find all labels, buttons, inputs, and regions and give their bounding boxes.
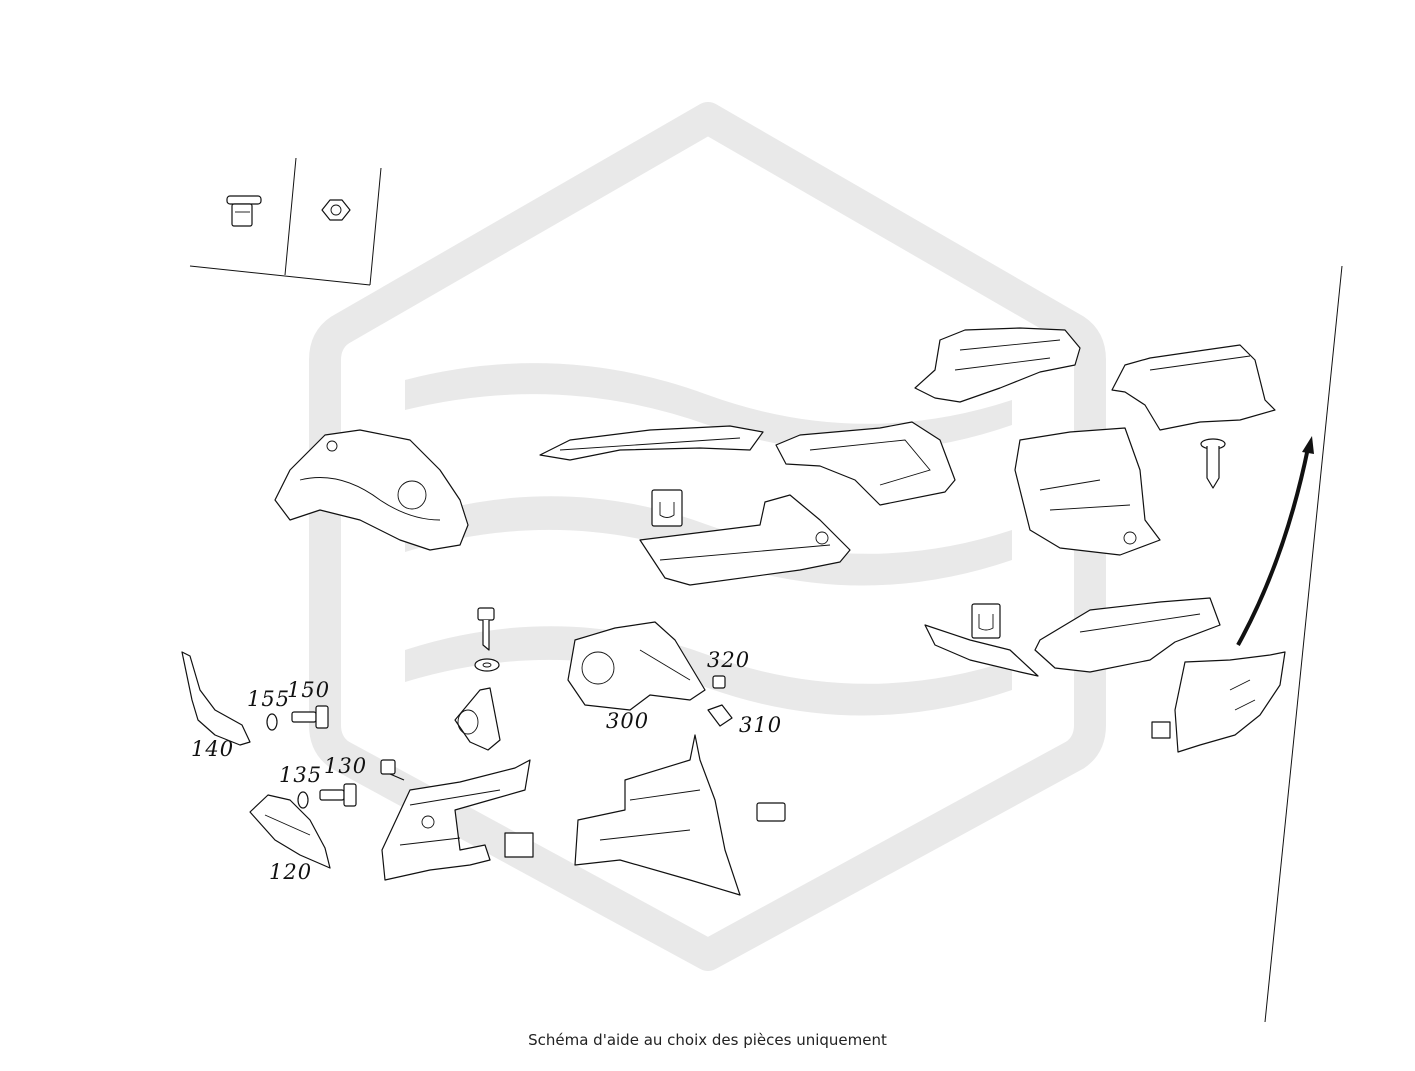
bolt-icon-2 bbox=[380, 759, 405, 781]
clip-bolt-icon bbox=[226, 195, 262, 227]
callout-130: 130 bbox=[324, 754, 367, 778]
callout-155: 155 bbox=[247, 687, 290, 711]
spring-clip-icon-2 bbox=[971, 603, 1001, 639]
callout-310: 310 bbox=[739, 713, 782, 737]
part-150-bolt-icon bbox=[291, 705, 329, 729]
upper-heat-shield bbox=[539, 425, 764, 461]
callout-320: 320 bbox=[707, 648, 750, 672]
callout-140: 140 bbox=[191, 737, 234, 761]
lower-left-bracket bbox=[380, 759, 534, 881]
engine-mount bbox=[454, 687, 501, 751]
spring-clip-icon bbox=[651, 489, 683, 527]
callout-300: 300 bbox=[606, 709, 649, 733]
clip-screw-icon bbox=[1200, 438, 1226, 489]
tunnel-heat-shield bbox=[775, 421, 956, 506]
callout-135: 135 bbox=[279, 763, 322, 787]
upper-right-bracket bbox=[914, 327, 1081, 403]
right-lower-shield bbox=[1034, 597, 1221, 673]
left-bulkhead-panel bbox=[274, 429, 469, 551]
part-320-bolt-icon bbox=[712, 675, 726, 689]
part-130-bolt-icon bbox=[319, 783, 357, 807]
part-300-housing bbox=[567, 621, 706, 711]
part-155-washer-icon bbox=[266, 713, 278, 731]
direction-arrow bbox=[1236, 265, 1343, 1023]
callout-150: 150 bbox=[287, 678, 330, 702]
far-right-lower-part bbox=[1151, 651, 1286, 753]
callout-120: 120 bbox=[269, 860, 312, 884]
part-140-bracket bbox=[181, 651, 251, 746]
fastener-inset-box bbox=[189, 157, 382, 286]
bolt-icon bbox=[477, 607, 495, 651]
part-135-washer-icon bbox=[297, 791, 309, 809]
main-heat-shield bbox=[639, 489, 851, 586]
washer-icon bbox=[474, 658, 500, 672]
right-top-shield bbox=[1111, 344, 1276, 489]
hex-nut-icon bbox=[321, 199, 351, 221]
part-120-bracket bbox=[249, 794, 331, 869]
diagram-caption: Schéma d'aide au choix des pièces unique… bbox=[528, 1031, 887, 1049]
part-310-clip-icon bbox=[707, 704, 733, 727]
right-mid-bracket bbox=[1014, 427, 1161, 556]
lower-center-panel bbox=[574, 734, 786, 896]
right-center-shield bbox=[924, 603, 1039, 677]
